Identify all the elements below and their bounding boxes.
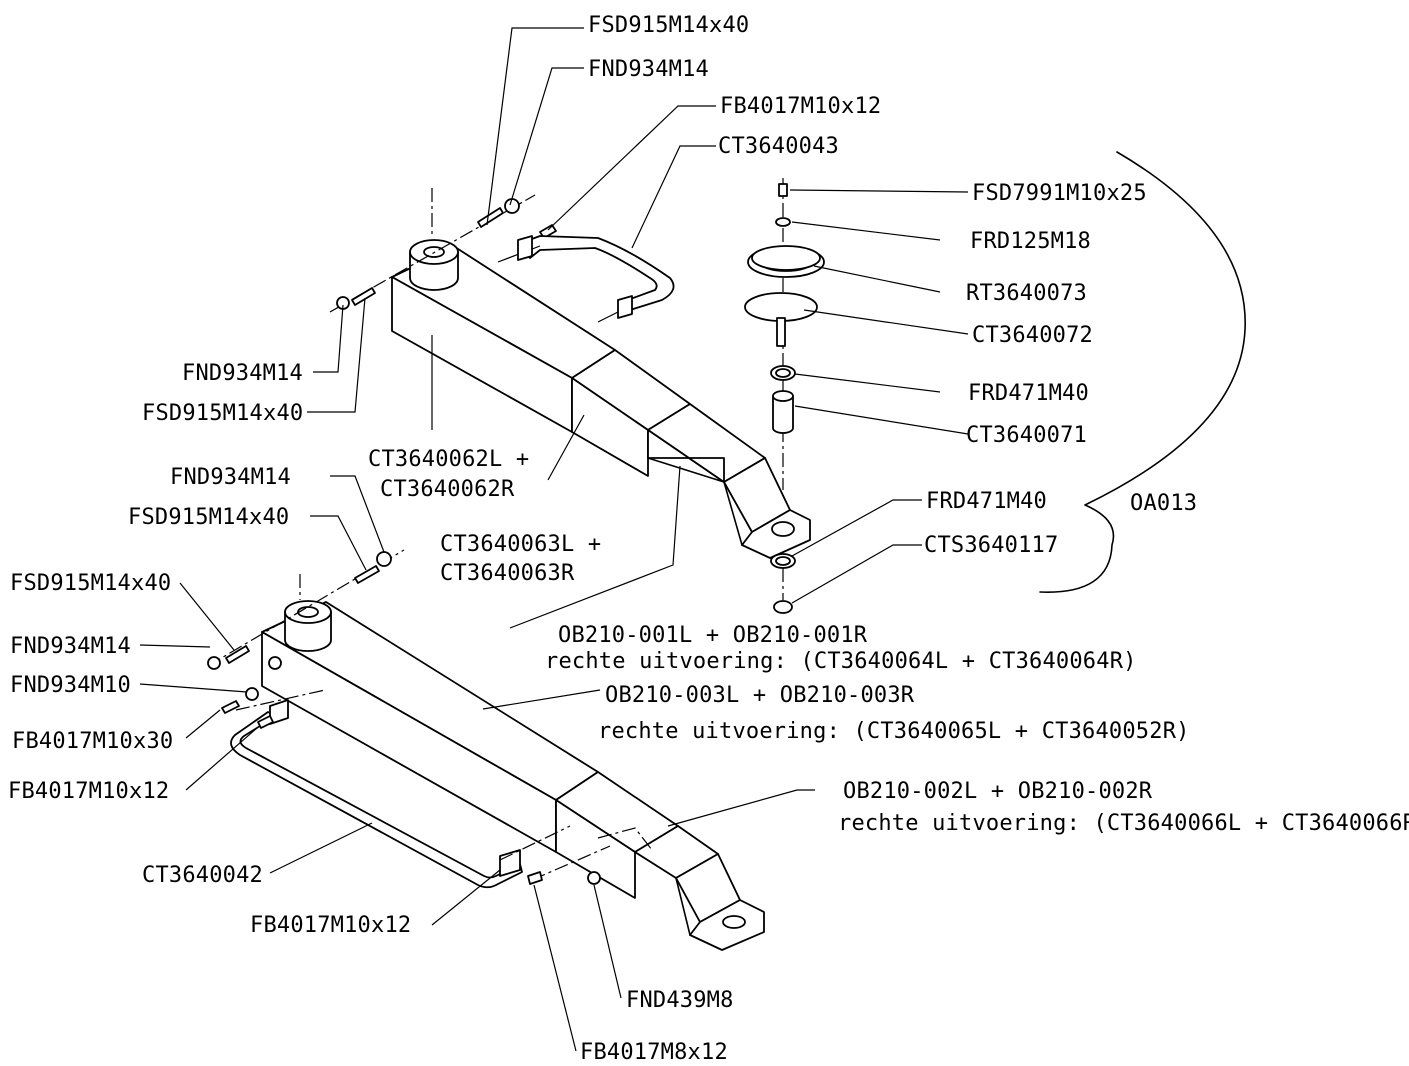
upper-fasteners <box>329 194 675 323</box>
label-oa013: OA013 <box>1130 491 1197 516</box>
label-frd125: FRD125M18 <box>970 229 1091 254</box>
label-fnd934-top: FND934M14 <box>588 57 709 82</box>
label-fsd915-left: FSD915M14x40 <box>142 401 303 426</box>
label-ob002-title: OB210-002L + OB210-002R <box>843 779 1153 804</box>
label-ob003-title: OB210-003L + OB210-003R <box>605 683 915 708</box>
label-fnd934-left: FND934M14 <box>182 361 303 386</box>
label-fb4017-top: FB4017M10x12 <box>720 94 881 119</box>
label-fnd934m10: FND934M10 <box>10 673 131 698</box>
label-lower-fsd915-a: FSD915M14x40 <box>128 505 289 530</box>
label-ct3640062-a: CT3640062L + <box>368 447 529 472</box>
label-ct3640072: CT3640072 <box>972 323 1093 348</box>
label-ob003-right: rechte uitvoering: (CT3640065L + CT36400… <box>598 719 1190 744</box>
lower-fasteners <box>207 549 611 889</box>
label-ct3640062-b: CT3640062R <box>380 477 515 502</box>
label-lower-fnd934-b: FND934M14 <box>10 634 131 659</box>
label-fsd7991: FSD7991M10x25 <box>972 181 1147 206</box>
callout-labels: FSD915M14x40 FND934M14 FB4017M10x12 CT36… <box>8 13 1409 1065</box>
label-fb4017m10x12-b: FB4017M10x12 <box>250 913 411 938</box>
label-fsd915-top: FSD915M14x40 <box>588 13 749 38</box>
label-ct3640071: CT3640071 <box>966 423 1087 448</box>
label-ct3640043: CT3640043 <box>718 134 839 159</box>
label-frd471-a: FRD471M40 <box>968 381 1089 406</box>
label-ct3640063-a: CT3640063L + <box>440 532 601 557</box>
label-fb4017m10x30: FB4017M10x30 <box>12 729 173 754</box>
label-fb4017m10x12-a: FB4017M10x12 <box>8 779 169 804</box>
label-fb4017m8x12: FB4017M8x12 <box>580 1040 728 1065</box>
label-ob001-right: rechte uitvoering: (CT3640064L + CT36400… <box>545 649 1137 674</box>
label-cts3640117: CTS3640117 <box>924 533 1058 558</box>
label-lower-fsd915-b: FSD915M14x40 <box>10 571 171 596</box>
label-ct3640042: CT3640042 <box>142 863 263 888</box>
label-ct3640063-b: CT3640063R <box>440 561 575 586</box>
assembly-brace <box>1039 151 1246 593</box>
label-ob001-title: OB210-001L + OB210-001R <box>558 623 868 648</box>
label-fnd439m8: FND439M8 <box>626 988 734 1013</box>
right-stack-parts <box>744 178 825 614</box>
label-lower-fnd934-a: FND934M14 <box>170 465 291 490</box>
label-ob002-right: rechte uitvoering: (CT3640066L + CT36400… <box>838 811 1409 836</box>
label-frd471-b: FRD471M40 <box>926 489 1047 514</box>
upper-beam <box>391 188 811 559</box>
leader-lines <box>139 27 969 1052</box>
label-rt3640073: RT3640073 <box>966 281 1087 306</box>
